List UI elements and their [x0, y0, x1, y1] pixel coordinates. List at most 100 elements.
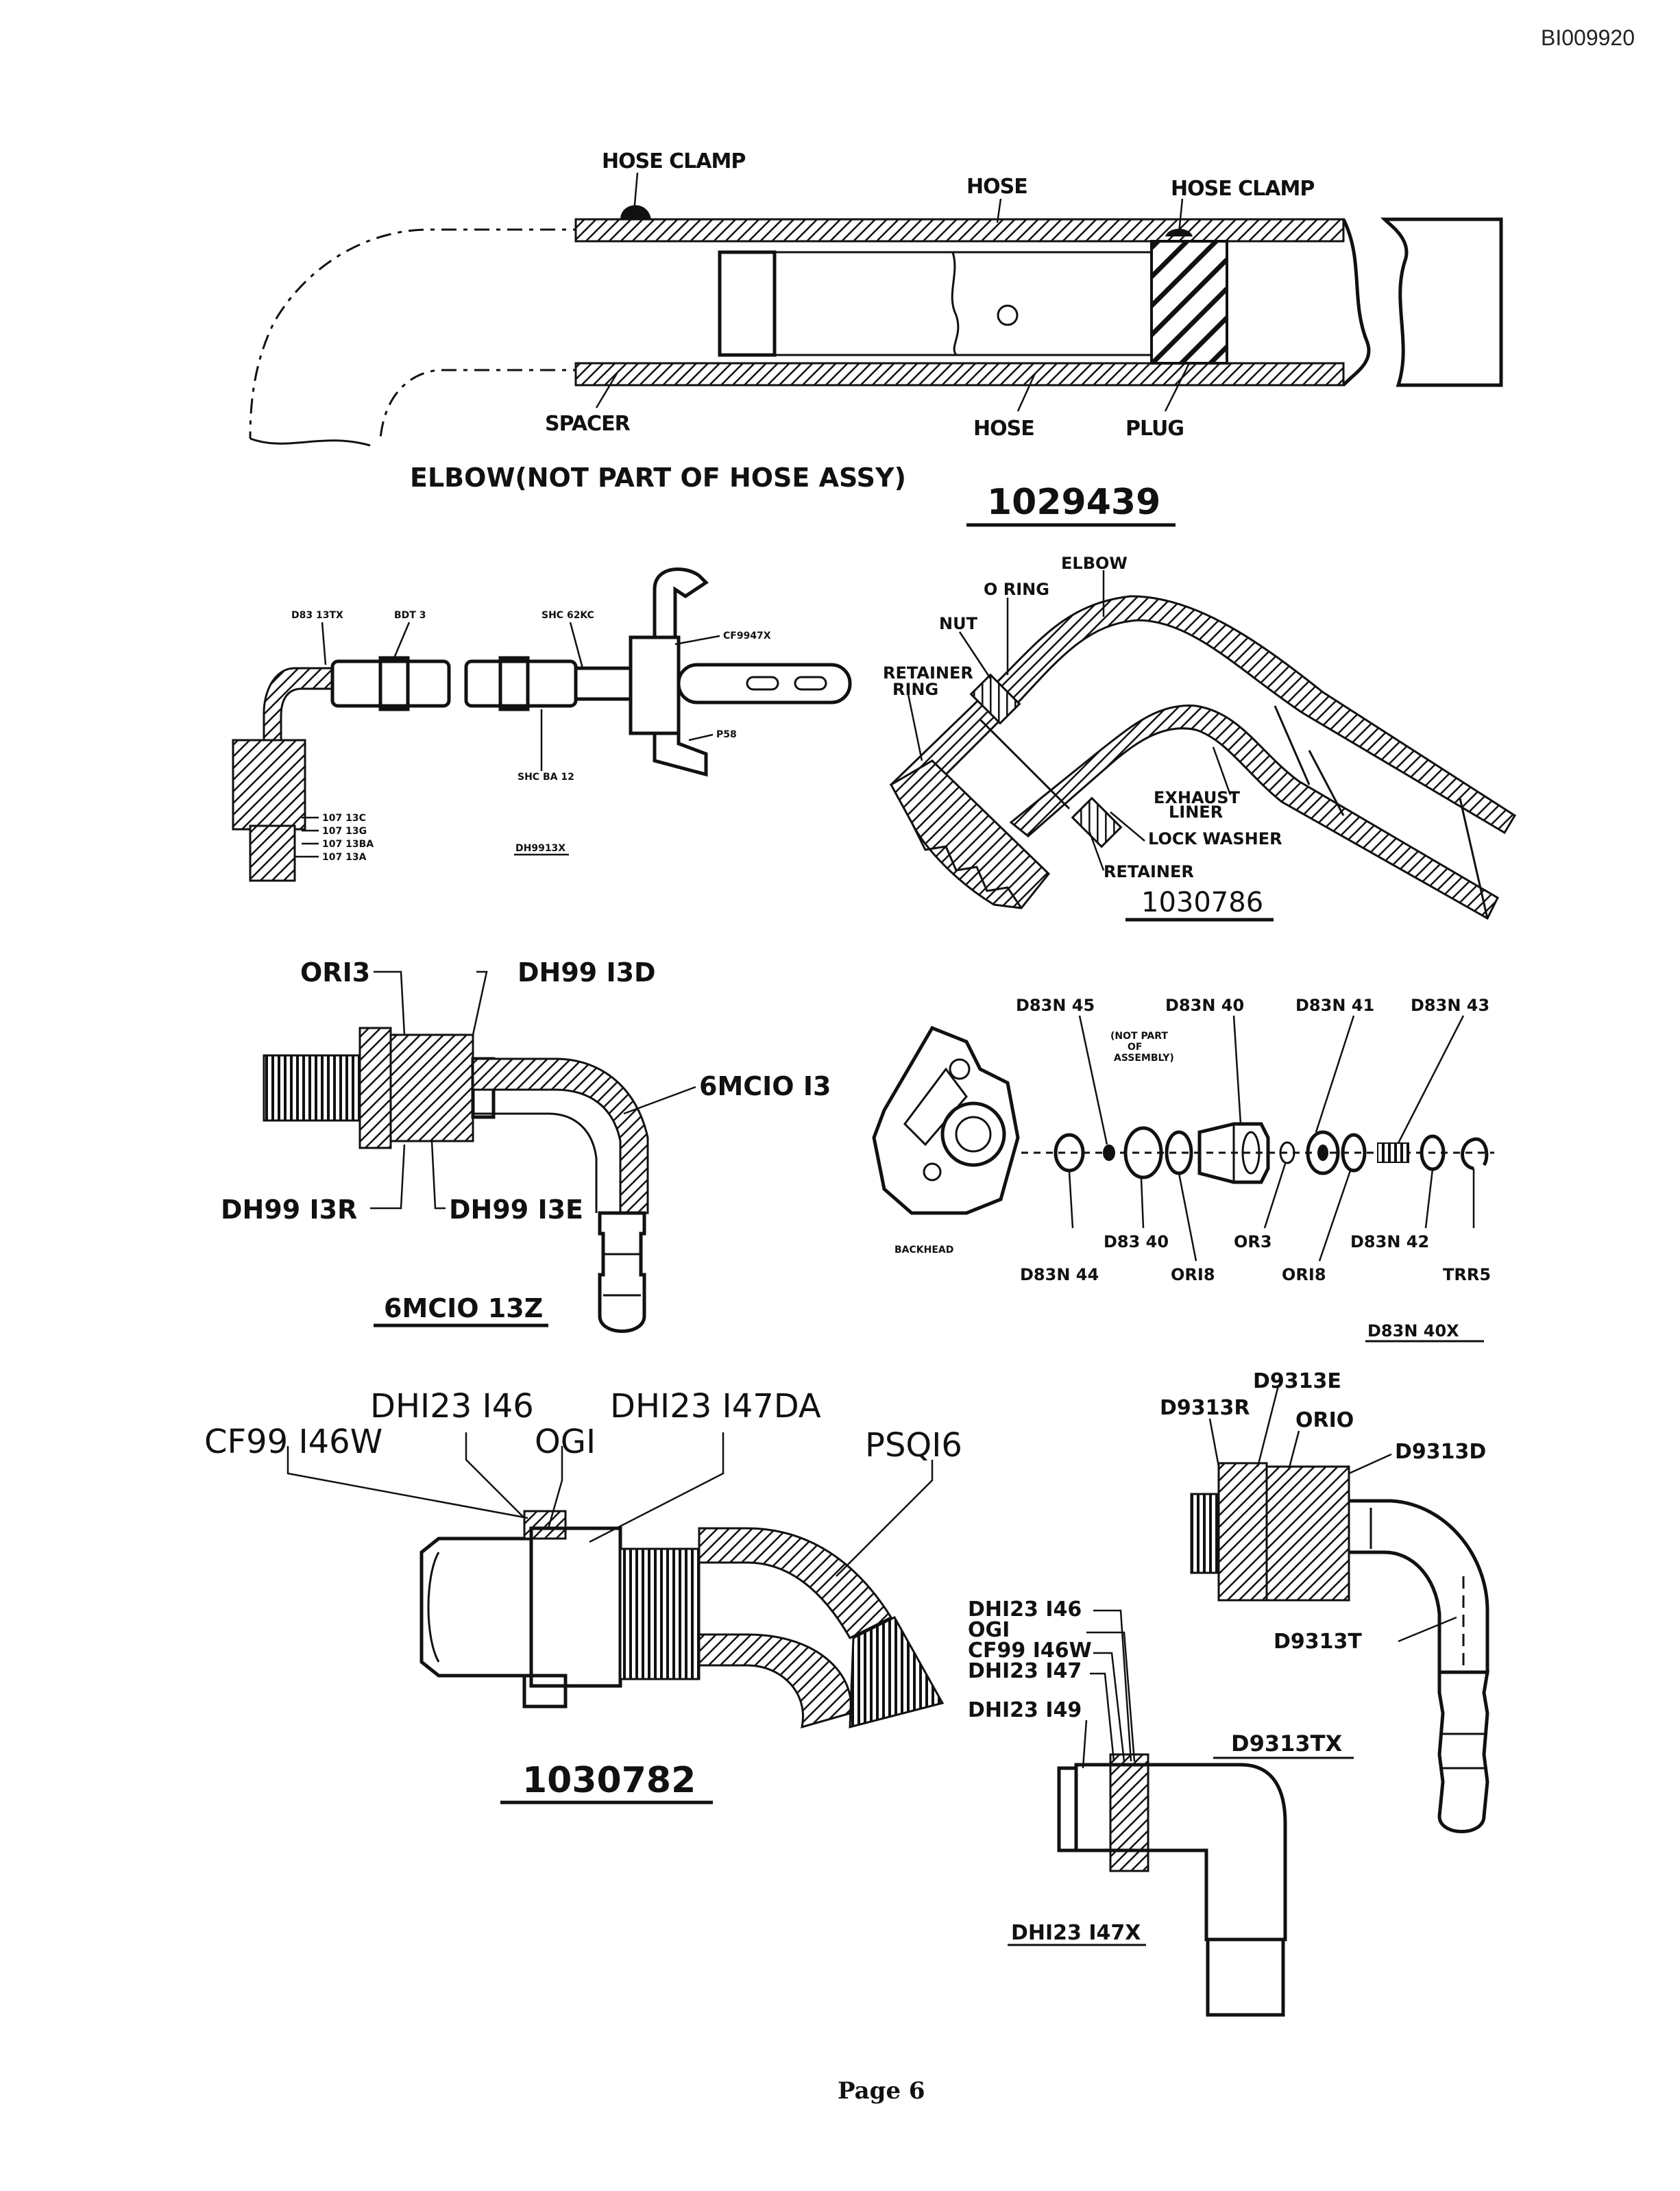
hose-break-end [1341, 218, 1371, 387]
dh9913x-handle-top [653, 567, 709, 637]
label-dh123-147da: DHI23 I47DA [610, 1387, 821, 1425]
dh9913x-band-1 [378, 656, 410, 711]
label-lock-washer: LOCK WASHER [1148, 829, 1282, 848]
1030782-elbow-lower [698, 1633, 852, 1729]
dh9913x-connector [574, 666, 633, 701]
label-dh123-146-x: DHI23 I46 [968, 1598, 1082, 1621]
1030782-nut-lower [522, 1674, 568, 1709]
d9313tx-elbow [1349, 1499, 1489, 1674]
label-p58: P58 [716, 729, 737, 740]
dh9913x-handle-bottom [653, 733, 708, 777]
label-or13: ORI3 [300, 957, 370, 988]
d9313tx-barb [1437, 1670, 1489, 1833]
label-spacer: SPACER [545, 412, 631, 436]
figure-elbow-1030786: ELBOW O RING NUT RETAINER RING EXHAUST L… [883, 554, 1517, 922]
6mc10-thread-stub [263, 1054, 361, 1122]
backhead-body [872, 1025, 1020, 1215]
elbow-1030786-inner [1009, 705, 1499, 920]
hose-clamp-left-icon [620, 205, 651, 219]
figure-hose-assembly: HOSE CLAMP HOSE HOSE CLAMP SPACER HOSE P… [249, 149, 1503, 527]
figure-dh123-147x: DHI23 I46 OGI CF99 I46W DHI23 I47 DHI23 … [968, 1598, 1287, 2017]
label-d83n-40: D83N 40 [1165, 996, 1244, 1015]
1030782-body [529, 1526, 622, 1688]
part-number-d9313tx: D9313TX [1231, 1730, 1342, 1757]
label-og1-x: OGI [968, 1618, 1010, 1642]
tube-break [951, 252, 960, 356]
label-not-part-1: (NOT PART [1110, 1031, 1168, 1042]
elbow-outline [249, 228, 720, 439]
part-d83n-40 [1197, 1122, 1270, 1184]
dh9913x-lever [677, 663, 852, 705]
6mc10-elbow-inner [473, 1112, 598, 1213]
label-elbow: ELBOW [1061, 554, 1128, 573]
elbow-1030786-outer [889, 595, 1517, 835]
d9313tx-thread [1190, 1493, 1220, 1574]
part-number-1030782: 1030782 [522, 1760, 696, 1801]
elbow-break [249, 437, 371, 447]
dh9913x-fitting [232, 739, 306, 831]
label-not-part-2: OF [1128, 1042, 1142, 1053]
dh9913x-nut [249, 824, 296, 882]
label-d83n-41: D83N 41 [1295, 996, 1374, 1015]
label-o-ring: O RING [984, 580, 1049, 599]
label-107-13c: 107 13C [322, 813, 366, 824]
part-d83-40-ring [1123, 1126, 1163, 1179]
label-dh99-13r: DH99 I3R [221, 1195, 357, 1225]
part-number-6mc10-13z: 6MCIO 13Z [384, 1293, 543, 1323]
label-dh123-147-x: DHI23 I47 [968, 1659, 1082, 1683]
d9313tx-body [1217, 1462, 1268, 1602]
6mc10-hose-barb [598, 1211, 646, 1333]
elbow-1030786-base-teeth [910, 822, 1023, 909]
dh9913x-band-2 [498, 656, 530, 711]
6mc10-elbow-tube [472, 1057, 649, 1214]
label-or3: OR3 [1234, 1232, 1272, 1251]
label-shc-ba12: SHC BA 12 [518, 772, 574, 783]
figure-6mc10-13z: ORI3 DH99 I3D 6MCIO I3 DH99 I3R DH99 I3E… [221, 957, 831, 1333]
label-d9313d: D9313D [1395, 1440, 1486, 1464]
label-plug: PLUG [1125, 417, 1184, 441]
d9313tx-nut [1265, 1465, 1350, 1602]
elbow-1030786-ring [1071, 796, 1123, 848]
6mc10-nut [389, 1033, 474, 1142]
label-psq16: PSQI6 [865, 1426, 962, 1465]
part-number-dh9913x: DH9913X [515, 843, 565, 854]
label-trr5: TRR5 [1443, 1265, 1491, 1284]
document-id: BI009920 [1541, 25, 1635, 50]
part-number-1030786: 1030786 [1141, 887, 1263, 918]
dh123-147x-elbow [1074, 1763, 1287, 1942]
1030782-elbow [698, 1527, 893, 1639]
tube-hole [997, 304, 1019, 326]
label-dh99-13d: DH99 I3D [518, 957, 656, 988]
part-trr5 [1461, 1137, 1489, 1171]
label-hose-top: HOSE [966, 175, 1027, 199]
part-number-dh123-147x: DHI23 I47X [1011, 1921, 1141, 1945]
spacer-ring [718, 250, 777, 357]
part-d83n-45-ball [1103, 1145, 1115, 1161]
part-number-d83n-40x: D83N 40X [1367, 1321, 1459, 1341]
elbow-1030786-nut [969, 673, 1021, 725]
part-d83n-41 [1306, 1130, 1340, 1175]
6mc10-body [358, 1027, 392, 1149]
label-d83-40: D83 40 [1104, 1232, 1169, 1251]
label-d83n-44: D83N 44 [1020, 1265, 1099, 1284]
label-d83-13tx: D83 13TX [291, 610, 343, 621]
label-dh99-13e: DH99 I3E [449, 1195, 583, 1225]
label-nut: NUT [939, 614, 978, 633]
label-d9313t: D9313T [1274, 1630, 1362, 1654]
part-or18-b [1341, 1133, 1367, 1173]
dh9913x-hose-1 [330, 659, 451, 708]
label-bdt3: BDT 3 [394, 610, 426, 621]
figure-1030782: DHI23 I46 DHI23 I47DA CF99 I46W OGI PSQI… [204, 1387, 962, 1804]
elbow-outline-inner [379, 369, 720, 439]
hose-piece [1380, 217, 1503, 387]
hose-inner-tube [718, 251, 1215, 356]
part-or3 [1279, 1141, 1295, 1164]
dh123-147x-nut [1109, 1753, 1149, 1872]
elbow-1030786-liner [979, 718, 1071, 810]
label-dh123-146: DHI23 I46 [370, 1387, 534, 1425]
1030782-coupling [419, 1537, 533, 1678]
backhead-port [940, 1101, 1006, 1167]
label-d9313e: D9313E [1253, 1369, 1341, 1393]
